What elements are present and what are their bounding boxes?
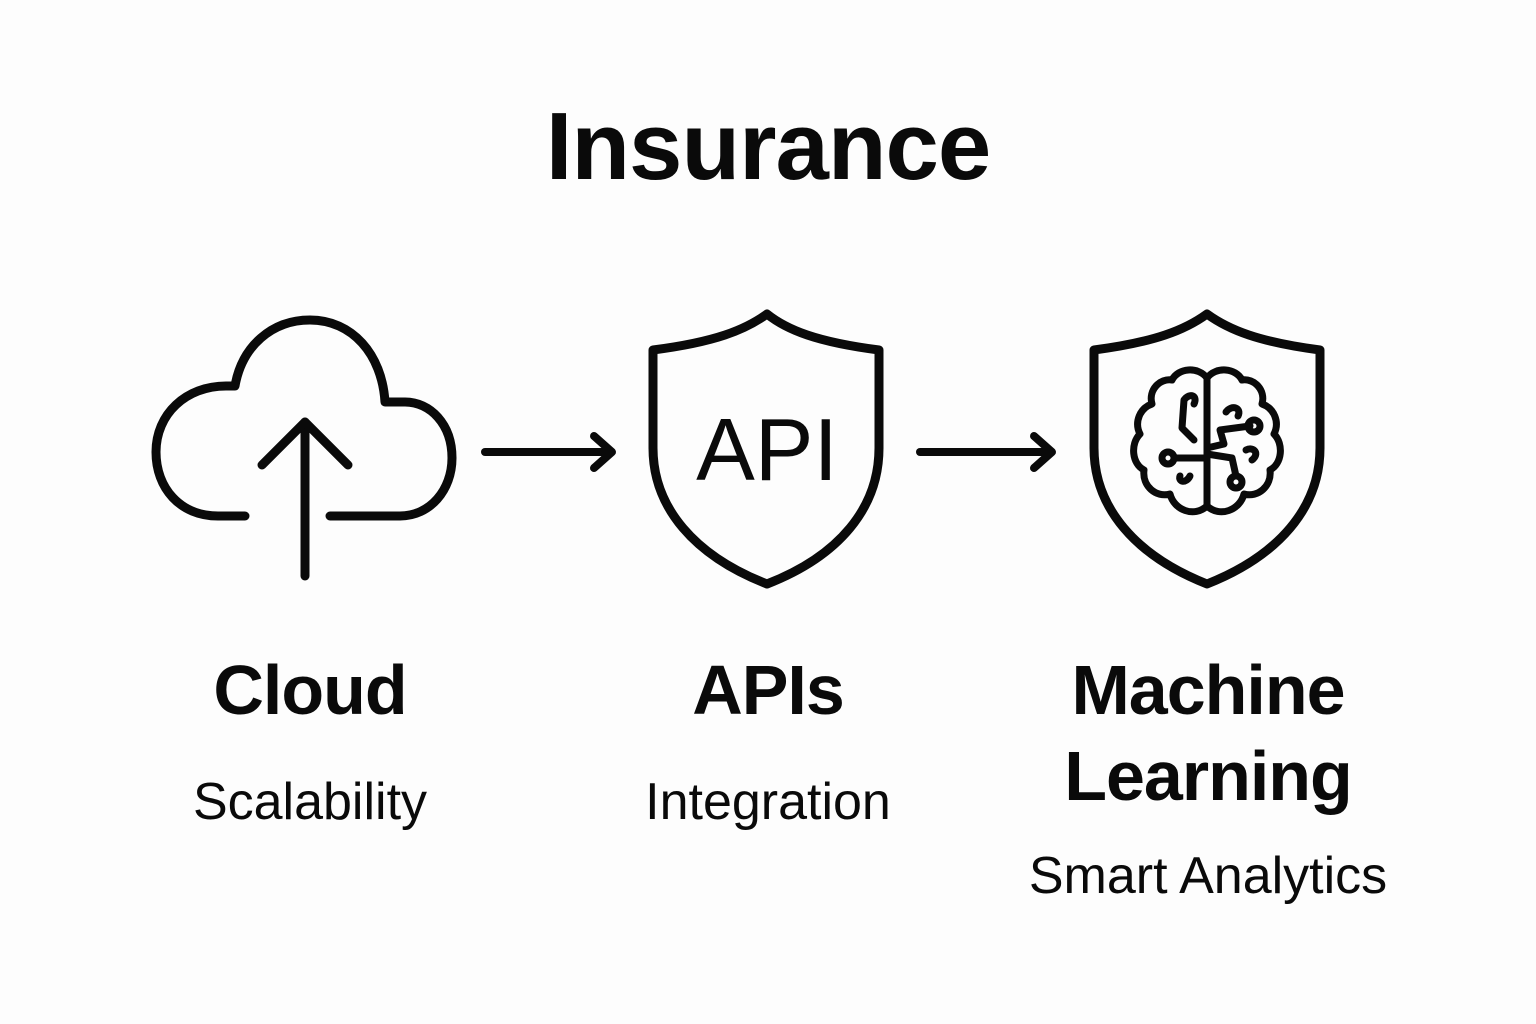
diagram-title: Insurance	[545, 93, 992, 200]
brain-shield-icon	[1089, 309, 1325, 589]
arrow-right-icon	[481, 432, 616, 472]
step-subtitle-apis: Integration	[645, 773, 891, 831]
step-subtitle-machine-learning: Smart Analytics	[1028, 847, 1388, 905]
api-shield-icon: API	[648, 309, 884, 589]
brain-icon	[1130, 366, 1284, 516]
cloud-upload-icon	[151, 315, 457, 581]
step-label-cloud: Cloud	[213, 651, 407, 729]
step-label-apis: APIs	[692, 651, 845, 729]
step-subtitle-cloud: Scalability	[192, 773, 428, 831]
arrow-right-icon	[916, 432, 1056, 472]
api-shield-text: API	[696, 400, 838, 499]
step-label-machine-learning: Machine Learning	[1064, 651, 1353, 815]
